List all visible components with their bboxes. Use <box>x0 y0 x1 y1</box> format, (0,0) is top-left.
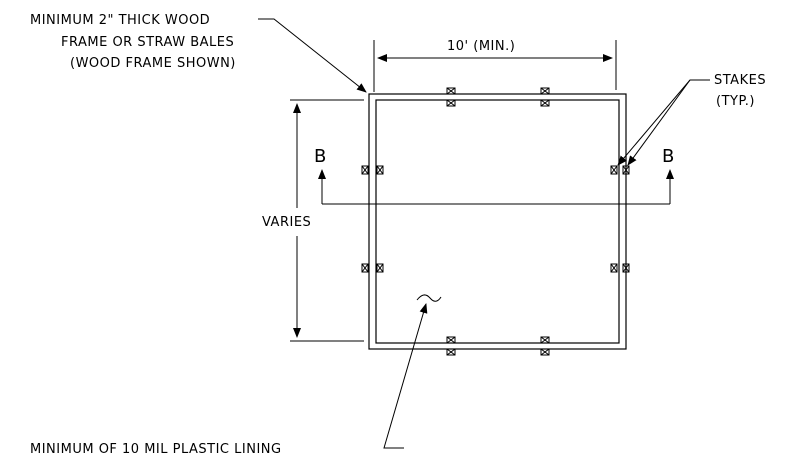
stake-left-1 <box>361 165 384 175</box>
lining-callout: MINIMUM OF 10 MIL PLASTIC LINING <box>30 294 442 457</box>
lining-label: MINIMUM OF 10 MIL PLASTIC LINING <box>30 442 282 457</box>
frame-callout: MINIMUM 2" THICK WOOD FRAME OR STRAW BAL… <box>30 13 367 93</box>
stake-left-2 <box>361 263 384 273</box>
stake-top-2 <box>540 87 550 107</box>
height-dimension: VARIES <box>262 99 364 342</box>
stakes-label-line1: STAKES <box>714 73 766 88</box>
wood-frame <box>368 93 627 350</box>
stakes <box>361 87 630 356</box>
stake-bottom-1 <box>446 336 456 356</box>
stake-right-2 <box>610 263 630 273</box>
section-cut-line: B B <box>314 146 674 205</box>
frame-label-line1: MINIMUM 2" THICK WOOD <box>30 13 210 28</box>
stakes-callout: STAKES (TYP.) <box>617 73 766 166</box>
section-label-right: B <box>662 146 674 167</box>
stakes-label-line2: (TYP.) <box>716 94 755 109</box>
stake-top-1 <box>446 87 456 107</box>
width-dimension-label: 10' (MIN.) <box>447 39 515 54</box>
frame-label-line3: (WOOD FRAME SHOWN) <box>70 56 236 71</box>
stake-right-1 <box>610 165 630 175</box>
stake-bottom-2 <box>540 336 550 356</box>
width-dimension: 10' (MIN.) <box>373 39 617 92</box>
lining-squiggle <box>416 294 442 302</box>
frame-label-line2: FRAME OR STRAW BALES <box>61 35 234 50</box>
varies-label: VARIES <box>262 215 311 230</box>
section-label-left: B <box>314 146 326 167</box>
